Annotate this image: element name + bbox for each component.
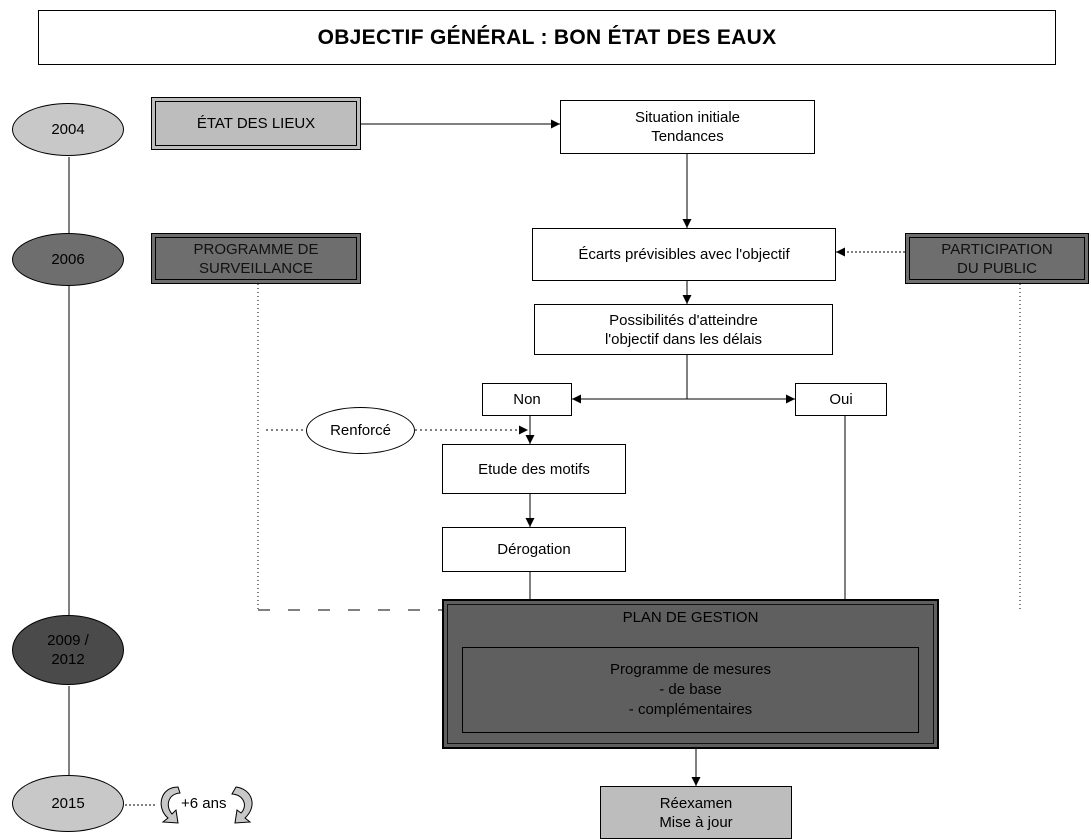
oui-box: Oui	[795, 383, 887, 416]
non-box: Non	[482, 383, 572, 416]
renforce-ellipse: Renforcé	[306, 407, 415, 454]
programme-mesures-box: Programme de mesures - de base - complém…	[462, 647, 919, 733]
cycle-arrows-icon	[160, 786, 253, 824]
programme-surveillance-box: PROGRAMME DE SURVEILLANCE	[151, 233, 361, 284]
situation-initiale-box: Situation initiale Tendances	[560, 100, 815, 154]
year-2004: 2004	[12, 103, 124, 156]
year-2015: 2015	[12, 775, 124, 832]
plan-de-gestion-title: PLAN DE GESTION	[622, 609, 759, 626]
reexamen-box: Réexamen Mise à jour	[600, 786, 792, 839]
participation-public-box: PARTICIPATION DU PUBLIC	[905, 233, 1089, 284]
year-2006: 2006	[12, 233, 124, 286]
cycle-label: +6 ans	[181, 795, 227, 812]
possibilites-box: Possibilités d'atteindre l'objectif dans…	[534, 304, 833, 355]
year-2009-2012: 2009 / 2012	[12, 615, 124, 685]
etude-motifs-box: Etude des motifs	[442, 444, 626, 494]
diagram-title: OBJECTIF GÉNÉRAL : BON ÉTAT DES EAUX	[38, 10, 1056, 65]
plan-de-gestion-box: PLAN DE GESTION Programme de mesures - d…	[442, 599, 939, 749]
etat-des-lieux-box: ÉTAT DES LIEUX	[151, 97, 361, 150]
derogation-box: Dérogation	[442, 527, 626, 572]
ecarts-box: Écarts prévisibles avec l'objectif	[532, 228, 836, 281]
